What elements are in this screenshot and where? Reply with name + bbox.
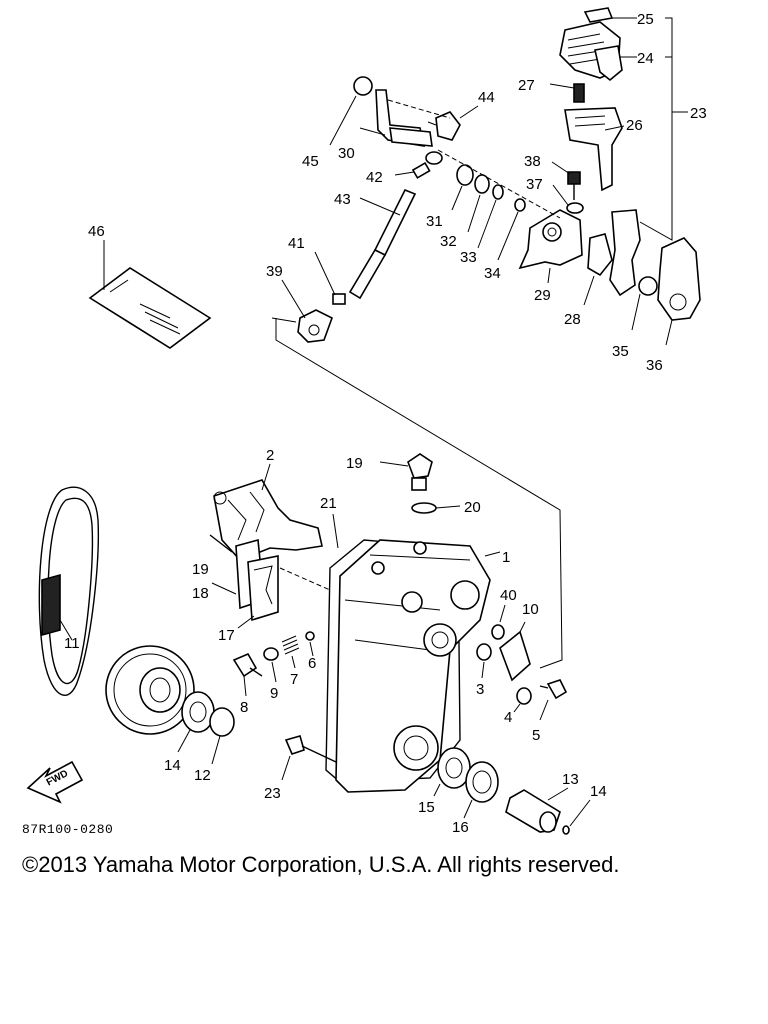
callout-22: 21: [320, 495, 337, 512]
part-belt: [38, 486, 99, 696]
callout-34: 33: [460, 249, 477, 266]
part-footrest-pad: [559, 7, 623, 82]
callout-10: 10: [522, 601, 539, 618]
callout-13: 13: [562, 771, 579, 788]
fwd-arrow-icon: FWD: [26, 760, 84, 804]
callout-2: 2: [266, 447, 274, 464]
callout-labels: 25 24 23 27 26 44 45 30 42 38 37 43 31 3…: [64, 11, 707, 836]
callout-23: 23: [264, 785, 281, 802]
part-shift-drum: [213, 479, 323, 561]
callout-8: 8: [240, 699, 248, 716]
callout-25: 24: [637, 50, 654, 67]
callout-20: 19: [346, 455, 363, 472]
callout-35: 34: [484, 265, 501, 282]
part-gearcase: [335, 539, 491, 793]
callout-21: 20: [464, 499, 481, 516]
callout-42: 41: [288, 235, 305, 252]
callout-33: 32: [440, 233, 457, 250]
part-shaft: [505, 789, 561, 833]
callout-26: 25: [637, 11, 654, 28]
part-bracket: [564, 83, 623, 192]
callout-47: 46: [88, 223, 105, 240]
callout-3: 3: [476, 681, 484, 698]
part-shift-bracket: [518, 209, 583, 270]
callout-19: 19: [192, 561, 209, 578]
callout-30: 29: [534, 287, 551, 304]
callout-39: 38: [524, 153, 541, 170]
copyright-notice: ©2013 Yamaha Motor Corporation, U.S.A. A…: [22, 852, 620, 877]
callout-15-right: 15: [418, 799, 435, 816]
callout-38: 37: [526, 176, 543, 193]
callout-7: 7: [290, 671, 298, 688]
callout-1: 1: [502, 549, 510, 566]
callout-17: 17: [218, 627, 235, 644]
callout-27: 26: [626, 117, 643, 134]
callout-6: 6: [308, 655, 316, 672]
callout-36: 35: [612, 343, 629, 360]
part-shift-rod: [348, 188, 417, 300]
callout-16: 16: [452, 819, 469, 836]
callout-46: 45: [302, 153, 319, 170]
callout-14: 14: [590, 783, 607, 800]
callout-40: 39: [266, 263, 283, 280]
callout-28: 27: [518, 77, 535, 94]
callout-31: 30: [338, 145, 355, 162]
callout-43: 42: [366, 169, 383, 186]
callout-12: 12: [194, 767, 211, 784]
part-code: 87R100-0280: [22, 822, 114, 837]
callout-32: 31: [426, 213, 443, 230]
callout-4: 4: [504, 709, 512, 726]
callout-29: 28: [564, 311, 581, 328]
callout-44: 43: [334, 191, 351, 208]
callout-37: 36: [646, 357, 663, 374]
part-shift-pedal: [657, 237, 701, 321]
callout-45: 44: [478, 89, 495, 106]
callout-15-left: 14: [164, 757, 181, 774]
callout-5: 5: [532, 727, 540, 744]
callout-11: 11: [64, 635, 80, 652]
callout-41: 40: [500, 587, 517, 604]
callout-24: 23: [690, 105, 707, 122]
part-sprocket: [105, 645, 195, 735]
callout-18: 18: [192, 585, 209, 602]
parts-diagram: FWD 25 24 23 27 26 44 45 30 42 38 37 43 …: [26, 7, 707, 836]
part-decal: [88, 267, 212, 349]
callout-9: 9: [270, 685, 278, 702]
